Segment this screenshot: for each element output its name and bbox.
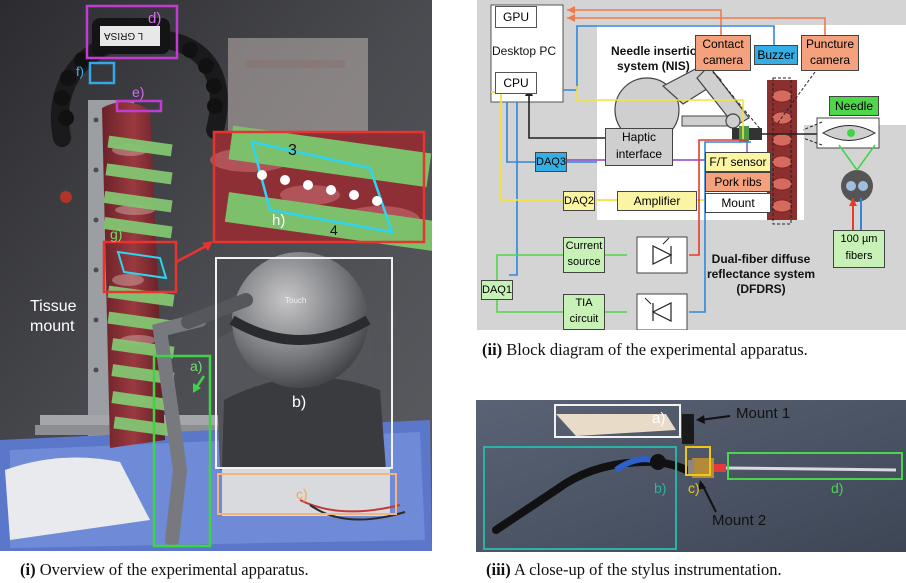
label-a: a) [190,358,203,374]
daq2-box: DAQ2 [563,191,595,211]
mount1-label: Mount 1 [736,405,791,422]
dfdrs-line2: reflectance system [706,267,816,281]
fibers-box: 100 µm fibers [833,230,885,268]
pork-ribs-box: Pork ribs [705,172,771,192]
nis-label-line1: Needle insertion [611,44,705,58]
tia-line2: circuit [569,313,599,325]
caption-iii-text: A close-up of the stylus instrumentation… [510,560,782,579]
fibers-line2: fibers [845,250,873,262]
label-d: d) [148,10,162,27]
label-f: f) [76,64,84,79]
overview-photo: d) L GRISA f) e) g) h) 3 4 Tissue mount … [0,0,432,551]
stylus-label-a: a) [652,410,666,427]
label-e: e) [132,84,145,100]
contact-camera-line1: Contact [702,37,744,51]
daq1-box: DAQ1 [481,280,513,300]
puncture-camera-line1: Puncture [805,37,855,51]
haptic-line1: Haptic [621,130,656,144]
haptic-interface-box: Haptic interface [605,128,673,166]
tia-line1: TIA [575,297,593,309]
zoom-mark-4: 4 [330,222,338,238]
label-tissue-mount-line1: Tissue [30,298,77,315]
current-source-line2: source [567,256,601,268]
caption-iii-tag: (iii) [486,560,511,579]
puncture-camera-line2: camera [809,53,850,67]
label-b: b) [292,394,307,411]
buzzer-box: Buzzer [754,45,798,65]
caption-ii-text: Block diagram of the experimental appara… [502,340,808,359]
tia-circuit-box: TIA circuit [563,294,605,330]
block-diagram: GPU Desktop PC CPU Needle insertion syst… [477,0,906,331]
label-c: c) [296,486,308,502]
stylus-label-b: b) [654,480,667,496]
stylus-label-c: c) [688,480,700,496]
caption-i-tag: (i) [20,560,36,579]
current-source-line1: Current [565,240,603,252]
caption-i-text: Overview of the experimental apparatus. [35,560,309,579]
stylus-label-d: d) [831,480,844,496]
camera-tag-text: L GRISA [104,30,144,41]
caption-iii: (iii) A close-up of the stylus instrumen… [486,560,782,580]
label-tissue-mount-line2: mount [30,318,75,335]
gpu-box: GPU [495,6,537,28]
daq3-box: DAQ3 [535,152,567,172]
amplifier-box: Amplifier [617,191,697,211]
nis-label-line2: system (NIS) [617,59,690,73]
contact-camera-box: Contact camera [695,35,751,71]
mount2-label: Mount 2 [712,512,767,529]
caption-i: (i) Overview of the experimental apparat… [20,560,309,580]
current-source-box: Current source [563,237,605,273]
label-g: g) [110,226,123,242]
haptic-line2: interface [615,147,663,161]
caption-ii: (ii) Block diagram of the experimental a… [482,340,808,360]
desktop-pc-label: Desktop PC [492,44,557,58]
puncture-camera-box: Puncture camera [801,35,859,71]
mount-box: Mount [705,193,771,213]
label-touch: Touch [285,296,307,305]
dfdrs-line1: Dual-fiber diffuse [711,252,811,266]
contact-camera-line2: camera [702,53,743,67]
dfdrs-label: Dual-fiber diffuse reflectance system (D… [703,252,819,297]
stylus-photo-drawing [476,400,906,552]
caption-ii-tag: (ii) [482,340,503,359]
ft-sensor-box: F/T sensor [705,152,771,172]
stylus-photo: a) b) c) d) [476,400,906,552]
fibers-line1: 100 µm [840,233,878,245]
needle-box: Needle [829,96,879,116]
overview-photo-drawing [0,0,432,551]
label-h: h) [272,212,286,229]
cpu-box: CPU [495,72,537,94]
zoom-mark-3: 3 [288,142,297,159]
dfdrs-line3: (DFDRS) [736,282,786,296]
